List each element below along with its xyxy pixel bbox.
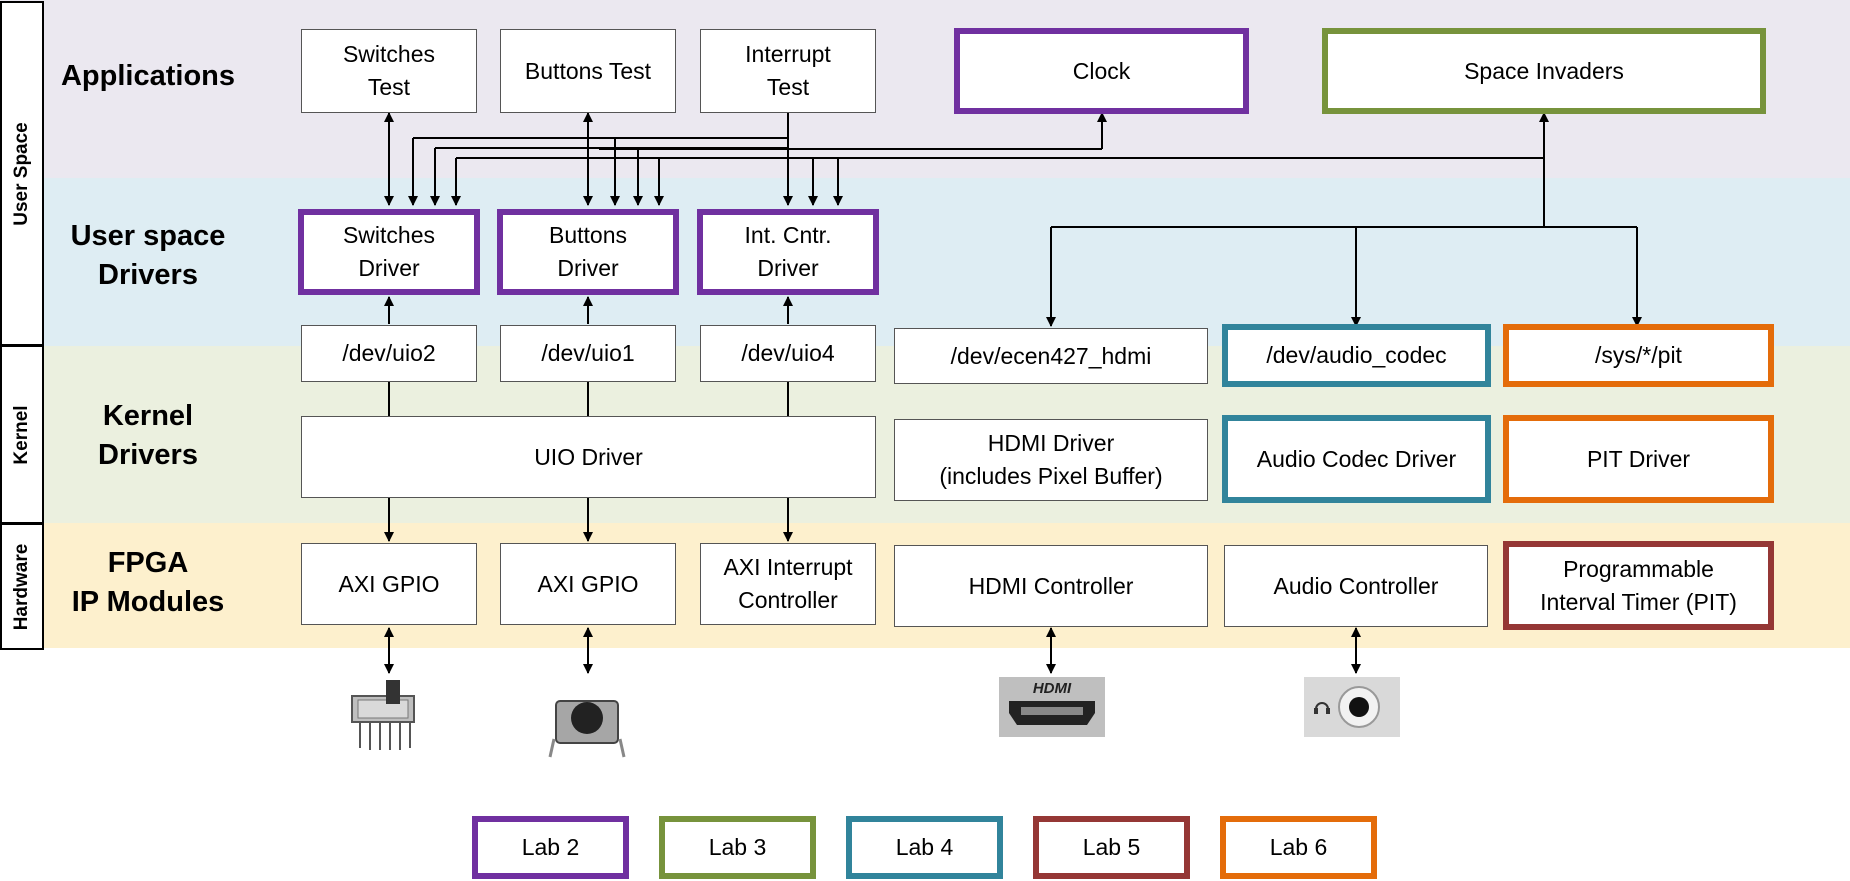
dev-hdmi-box[interactable]: /dev/ecen427_hdmi (894, 328, 1208, 384)
axi-interrupt-controller-box[interactable]: AXI Interrupt Controller (700, 543, 876, 625)
hdmi-port-label: HDMI (1033, 680, 1072, 697)
legend-lab3: Lab 3 (659, 816, 816, 879)
pit-driver-box[interactable]: PIT Driver (1503, 415, 1774, 503)
dev-uio2-box[interactable]: /dev/uio2 (301, 325, 477, 382)
axi-gpio-buttons-box[interactable]: AXI GPIO (500, 543, 676, 625)
dev-uio1-box[interactable]: /dev/uio1 (500, 325, 676, 382)
buttons-driver-box[interactable]: Buttons Driver (497, 209, 679, 295)
layer-label-user-drivers: User space Drivers (70, 220, 226, 291)
switches-driver-box[interactable]: Switches Driver (298, 209, 480, 295)
slide-switch-icon (351, 680, 415, 750)
dev-uio4-box[interactable]: /dev/uio4 (700, 325, 876, 382)
layer-label-kernel-drivers: Kernel Drivers (98, 400, 198, 471)
audio-jack-icon (1304, 677, 1400, 737)
layer-label-fpga: FPGA IP Modules (71, 547, 225, 618)
clock-box[interactable]: Clock (954, 28, 1249, 114)
legend-lab6: Lab 6 (1220, 816, 1377, 879)
sys-pit-box[interactable]: /sys/*/pit (1503, 324, 1774, 387)
side-label-hardware: Hardware (0, 523, 44, 650)
axi-gpio-switches-box[interactable]: AXI GPIO (301, 543, 477, 625)
space-invaders-box[interactable]: Space Invaders (1322, 28, 1766, 114)
legend-lab2: Lab 2 (472, 816, 629, 879)
legend-lab4: Lab 4 (846, 816, 1003, 879)
audio-controller-box[interactable]: Audio Controller (1224, 545, 1488, 627)
push-button-icon (548, 700, 626, 758)
hdmi-driver-box[interactable]: HDMI Driver (includes Pixel Buffer) (894, 419, 1208, 501)
side-label-user-space: User Space (0, 1, 44, 346)
uio-driver-box[interactable]: UIO Driver (301, 416, 876, 498)
switches-test-box[interactable]: Switches Test (301, 29, 477, 113)
interrupt-test-box[interactable]: Interrupt Test (700, 29, 876, 113)
intc-driver-box[interactable]: Int. Cntr. Driver (697, 209, 879, 295)
dev-audio-codec-box[interactable]: /dev/audio_codec (1222, 324, 1491, 387)
pit-box[interactable]: Programmable Interval Timer (PIT) (1503, 541, 1774, 630)
buttons-test-box[interactable]: Buttons Test (500, 29, 676, 113)
layer-label-applications: Applications (60, 60, 235, 92)
hdmi-controller-box[interactable]: HDMI Controller (894, 545, 1208, 627)
audio-codec-driver-box[interactable]: Audio Codec Driver (1222, 415, 1491, 503)
legend-lab5: Lab 5 (1033, 816, 1190, 879)
hdmi-port-icon: HDMI (999, 677, 1105, 737)
